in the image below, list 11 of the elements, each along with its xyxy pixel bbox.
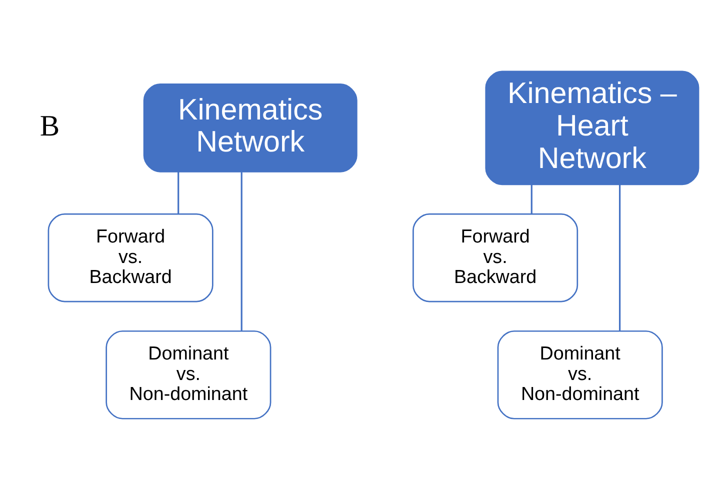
label: B: [40, 110, 60, 142]
connector: [240, 172, 242, 332]
connector: [618, 184, 621, 331]
connector: [178, 172, 180, 214]
node-box: Kinematics – Heart Network: [485, 70, 700, 186]
node-box: Dominant vs. Non-dominant: [497, 330, 663, 420]
node-box: Dominant vs. Non-dominant: [106, 330, 272, 420]
node-box: Forward vs. Backward: [412, 213, 578, 302]
node-box: Forward vs. Backward: [48, 213, 214, 302]
connector: [530, 184, 532, 214]
node-box: Kinematics Network: [143, 84, 358, 172]
